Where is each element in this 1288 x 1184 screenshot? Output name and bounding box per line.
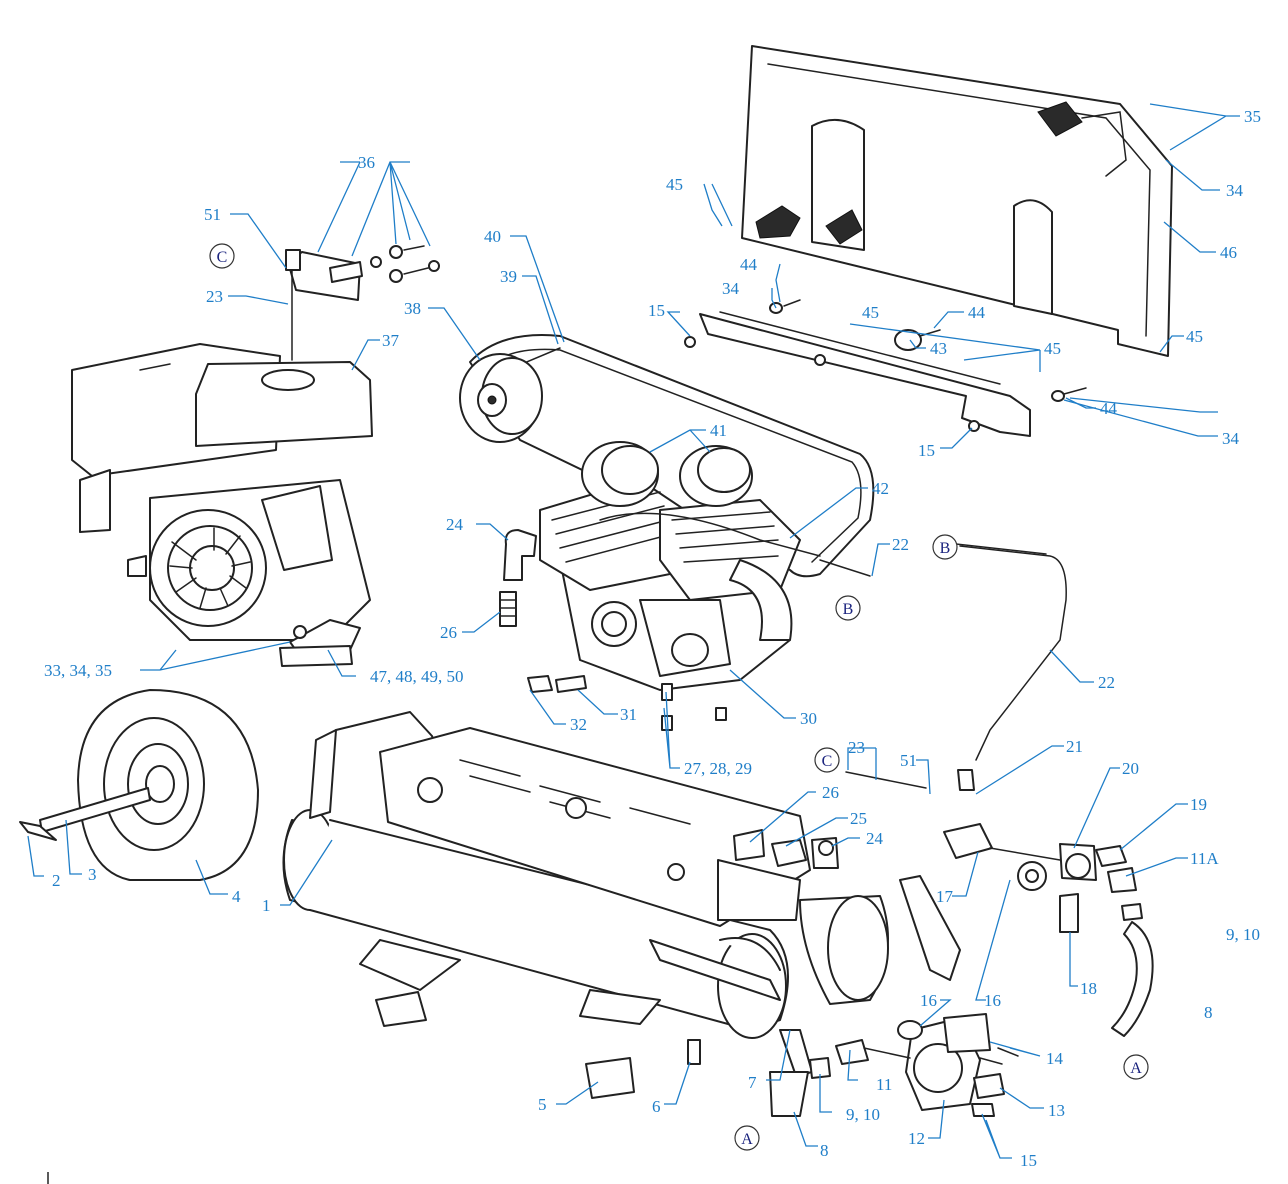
label-16-lower: 16 (920, 991, 937, 1010)
svg-text:A: A (741, 1131, 753, 1148)
label-15-bracket-left: 15 (648, 301, 665, 320)
label-18: 18 (1080, 979, 1097, 998)
svg-text:A: A (1130, 1060, 1142, 1077)
label-9-10-lower: 9, 10 (846, 1105, 880, 1124)
label-32: 32 (570, 715, 587, 734)
label-45-right: 45 (1186, 327, 1203, 346)
label-22-line: 22 (1098, 673, 1115, 692)
label-11: 11 (876, 1075, 892, 1094)
label-34-guard: 34 (1226, 181, 1244, 200)
label-9-10-right: 9, 10 (1226, 925, 1260, 944)
belt-guard (741, 45, 1173, 357)
connector-c-manifold: C (814, 747, 840, 773)
pump-elbow-fitting (499, 529, 537, 627)
label-42: 42 (872, 479, 889, 498)
svg-text:C: C (822, 753, 833, 770)
label-35: 35 (1244, 107, 1261, 126)
label-43: 43 (930, 339, 947, 358)
label-24-pump: 24 (446, 515, 464, 534)
connector-c-engine: C (209, 243, 235, 269)
air-tank (282, 711, 961, 1077)
engine (71, 343, 373, 667)
label-44-middle: 44 (968, 303, 986, 322)
connector-a-right: A (1123, 1054, 1149, 1080)
label-13: 13 (1048, 1101, 1065, 1120)
label-23-engine: 23 (206, 287, 223, 306)
tank-shroud (379, 727, 811, 927)
label-3: 3 (88, 865, 97, 884)
label-12: 12 (908, 1129, 925, 1148)
leader-lines (27, 103, 1240, 1159)
label-20: 20 (1122, 759, 1139, 778)
label-33-34-35: 33, 34, 35 (44, 661, 112, 680)
callout-labels: 1 2 3 4 5 6 7 8 8 9, 10 9, 10 11 11A 12 … (44, 107, 1261, 1170)
wheel-assembly (19, 689, 259, 881)
label-15-lower: 15 (1020, 1151, 1037, 1170)
label-22-pump: 22 (892, 535, 909, 554)
label-44-top: 44 (740, 255, 758, 274)
label-4: 4 (232, 887, 241, 906)
connector-b-line: B (932, 534, 958, 560)
label-45-left: 45 (666, 175, 683, 194)
label-27-28-29: 27, 28, 29 (684, 759, 752, 778)
label-31: 31 (620, 705, 637, 724)
manifold-assembly (769, 769, 1154, 1117)
label-26-tank: 26 (822, 783, 839, 802)
label-45-middle: 45 (862, 303, 879, 322)
connector-a-lower: A (734, 1125, 760, 1151)
label-47-48-49-50: 47, 48, 49, 50 (370, 667, 464, 686)
throttle-bracket (285, 245, 440, 361)
label-14: 14 (1046, 1049, 1064, 1068)
label-17: 17 (936, 887, 954, 906)
svg-text:C: C (217, 249, 228, 266)
label-8-lower: 8 (820, 1141, 829, 1160)
label-8-right: 8 (1204, 1003, 1213, 1022)
tubing-lines (819, 543, 1067, 789)
tank-feet (375, 991, 701, 1099)
label-16-upper: 16 (984, 991, 1001, 1010)
label-46: 46 (1220, 243, 1237, 262)
label-25: 25 (850, 809, 867, 828)
tank-fittings (733, 829, 839, 869)
label-51-manifold: 51 (900, 751, 917, 770)
compressor-pump (539, 441, 821, 691)
label-24-tank: 24 (866, 829, 884, 848)
label-30: 30 (800, 709, 817, 728)
svg-text:B: B (940, 540, 951, 557)
label-21: 21 (1066, 737, 1083, 756)
label-36: 36 (358, 153, 375, 172)
label-6: 6 (652, 1097, 661, 1116)
label-45-bracket: 45 (1044, 339, 1061, 358)
label-34-bracket-right: 34 (1222, 429, 1240, 448)
label-26-pump: 26 (440, 623, 457, 642)
label-39: 39 (500, 267, 517, 286)
label-34-bracket-top: 34 (722, 279, 740, 298)
label-15-bracket-right: 15 (918, 441, 935, 460)
label-11a: 11A (1190, 849, 1219, 868)
label-40: 40 (484, 227, 501, 246)
label-23-manifold: 23 (848, 738, 865, 757)
label-19: 19 (1190, 795, 1207, 814)
label-51-engine: 51 (204, 205, 221, 224)
label-37: 37 (382, 331, 400, 350)
label-2: 2 (52, 871, 61, 890)
label-5: 5 (538, 1095, 547, 1114)
label-7: 7 (748, 1073, 757, 1092)
label-38: 38 (404, 299, 421, 318)
label-41: 41 (710, 421, 727, 440)
svg-text:B: B (843, 601, 854, 618)
connector-b-pump: B (835, 595, 861, 621)
label-44-right: 44 (1100, 399, 1118, 418)
label-1: 1 (262, 896, 271, 915)
